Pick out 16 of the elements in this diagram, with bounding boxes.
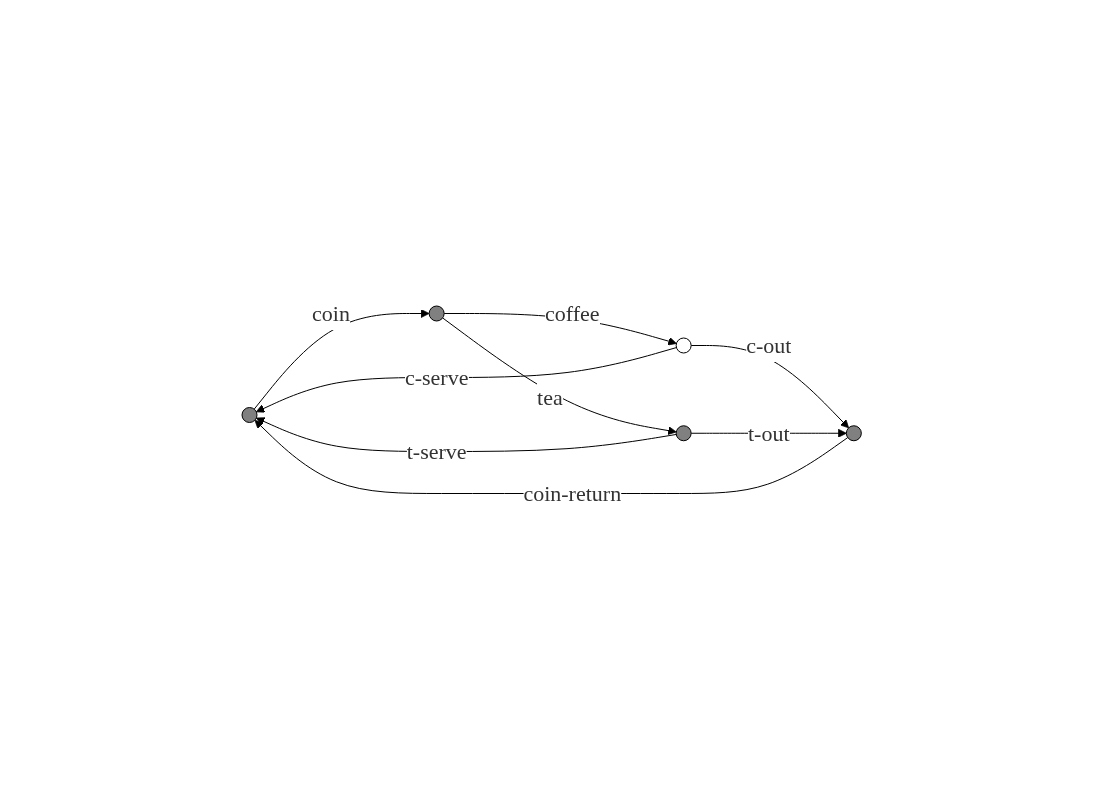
node-circle [429, 305, 445, 322]
edge-label: coffee [545, 301, 600, 326]
edge-label: t-serve [407, 439, 467, 464]
arrow [256, 347, 678, 413]
node-circle [675, 337, 692, 354]
edge-label: coin [312, 301, 351, 326]
node-circle [846, 425, 863, 442]
edge-label: tea [537, 384, 564, 410]
arrow [442, 317, 677, 435]
arrow [254, 309, 430, 410]
edge-label: c-serve [405, 365, 469, 390]
node-circle [241, 407, 258, 423]
node-circle [675, 425, 692, 442]
edge-label: t-out [748, 420, 790, 446]
edge-label: c-out [746, 333, 792, 358]
edge-label: coin-return [523, 481, 622, 506]
